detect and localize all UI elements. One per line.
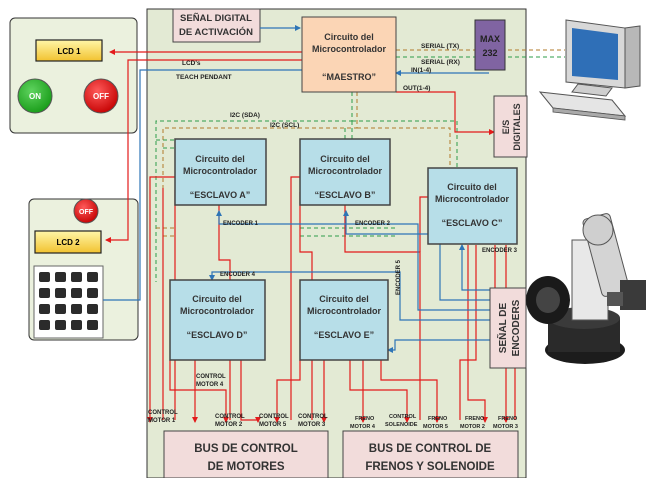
slave-d-line2: Microcontrolador — [180, 306, 255, 316]
lcd1-label: LCD 1 — [57, 47, 81, 56]
max232-box — [475, 20, 505, 70]
enc4-label: ENCODER 4 — [220, 272, 256, 278]
keypad-key[interactable] — [55, 272, 66, 282]
keypad-key[interactable] — [87, 272, 98, 282]
cs-line2: SOLENOIDE — [385, 422, 418, 428]
pendant-off-label: OFF — [79, 209, 94, 216]
slave-a-line2: Microcontrolador — [183, 166, 258, 176]
scl-label: I2C (SCL) — [270, 122, 299, 129]
senal-enc-line1: SEÑAL DE — [496, 302, 509, 353]
computer-icon — [540, 20, 640, 120]
enc2-label: ENCODER 2 — [355, 221, 391, 227]
enc1-label: ENCODER 1 — [223, 221, 259, 227]
slave-b-box: Circuito del Microcontrolador “ESCLAVO B… — [300, 139, 390, 205]
fm3-line1: FRENO — [498, 416, 518, 422]
master-line1: Circuito del — [324, 32, 374, 42]
keypad-key[interactable] — [39, 288, 50, 298]
max-line1: MAX — [480, 34, 500, 44]
keypad-key[interactable] — [71, 288, 82, 298]
keypad-key[interactable] — [71, 320, 82, 330]
lcd2-label: LCD 2 — [56, 238, 80, 247]
slave-b-line2: Microcontrolador — [308, 166, 383, 176]
slave-e-line3: “ESCLAVO E” — [314, 330, 374, 340]
keypad-key[interactable] — [87, 288, 98, 298]
bus-frenos-line1: BUS DE CONTROL DE — [369, 443, 492, 455]
slave-e-line1: Circuito del — [319, 294, 369, 304]
slave-c-line2: Microcontrolador — [435, 194, 510, 204]
keypad-key[interactable] — [71, 272, 82, 282]
serial-tx-label: SERIAL (TX) — [421, 43, 459, 50]
teach-label: TEACH PENDANT — [176, 74, 232, 81]
cm1-line2: MOTOR 1 — [148, 418, 176, 424]
cm5-line2: MOTOR 5 — [259, 422, 287, 428]
keypad-key[interactable] — [71, 304, 82, 314]
slave-b-line3: “ESCLAVO B” — [315, 190, 376, 200]
fm4-line2: MOTOR 4 — [350, 424, 376, 430]
keypad-key[interactable] — [87, 320, 98, 330]
master-line3: “MAESTRO” — [322, 72, 376, 82]
slave-a-box: Circuito del Microcontrolador “ESCLAVO A… — [175, 139, 266, 205]
cm2-line1: CONTROL — [215, 414, 245, 420]
slave-a-line1: Circuito del — [195, 154, 245, 164]
slave-c-line1: Circuito del — [447, 182, 497, 192]
keypad-key[interactable] — [39, 320, 50, 330]
out-label: OUT(1-4) — [403, 85, 430, 92]
signal-line2: DE ACTIVACIÓN — [179, 26, 253, 38]
bus-motores-line1: BUS DE CONTROL — [194, 443, 298, 455]
es-line1: E/S — [501, 120, 511, 135]
lcd1-panel — [10, 18, 137, 133]
slave-d-box: Circuito del Microcontrolador “ESCLAVO D… — [170, 280, 265, 360]
serial-rx-label: SERIAL (RX) — [421, 59, 460, 66]
cm3-line2: MOTOR 3 — [298, 422, 326, 428]
slave-d-line1: Circuito del — [192, 294, 242, 304]
fm5-line2: MOTOR 5 — [423, 424, 448, 430]
es-line2: DIGITALES — [512, 103, 522, 150]
lcds-label: LCD's — [182, 60, 201, 67]
cm5-line1: CONTROL — [259, 414, 289, 420]
cm1-line1: CONTROL — [148, 410, 178, 416]
fm5-line1: FRENO — [428, 416, 448, 422]
cs-line1: CONTROL — [389, 414, 417, 420]
fm2-line2: MOTOR 2 — [460, 424, 485, 430]
signal-line1: SEÑAL DIGITAL — [180, 13, 252, 24]
slave-e-box: Circuito del Microcontrolador “ESCLAVO E… — [300, 280, 388, 360]
cm2-line2: MOTOR 2 — [215, 422, 243, 428]
bus-motores-line2: DE MOTORES — [207, 461, 284, 473]
fm3-line2: MOTOR 3 — [493, 424, 518, 430]
max-line2: 232 — [482, 48, 497, 58]
keypad-key[interactable] — [87, 304, 98, 314]
off-label: OFF — [93, 92, 109, 101]
fm4-line1: FRENO — [355, 416, 375, 422]
keypad-key[interactable] — [55, 288, 66, 298]
slave-d-line3: “ESCLAVO D” — [187, 330, 248, 340]
enc5-label: ENCODER 5 — [396, 259, 402, 295]
cm4-line2: MOTOR 4 — [196, 382, 224, 388]
fm2-line1: FRENO — [465, 416, 485, 422]
slave-c-line3: “ESCLAVO C” — [442, 218, 503, 228]
bus-frenos-line2: FRENOS Y SOLENOIDE — [365, 461, 495, 473]
enc3-label: ENCODER 3 — [482, 248, 518, 254]
sda-label: I2C (SDA) — [230, 112, 260, 119]
master-line2: Microcontrolador — [312, 44, 387, 54]
senal-enc-line2: ENCODERS — [511, 299, 522, 356]
slave-b-line1: Circuito del — [320, 154, 370, 164]
slave-e-line2: Microcontrolador — [307, 306, 382, 316]
keypad-key[interactable] — [39, 304, 50, 314]
slave-c-box: Circuito del Microcontrolador “ESCLAVO C… — [428, 168, 517, 244]
on-label: ON — [29, 92, 41, 101]
keypad-key[interactable] — [39, 272, 50, 282]
robot-arm-image — [526, 213, 646, 364]
in-label: IN(1-4) — [411, 67, 431, 74]
cm3-line1: CONTROL — [298, 414, 328, 420]
slave-a-line3: “ESCLAVO A” — [190, 190, 251, 200]
keypad-key[interactable] — [55, 320, 66, 330]
keypad-key[interactable] — [55, 304, 66, 314]
cm4-line1: CONTROL — [196, 374, 226, 380]
